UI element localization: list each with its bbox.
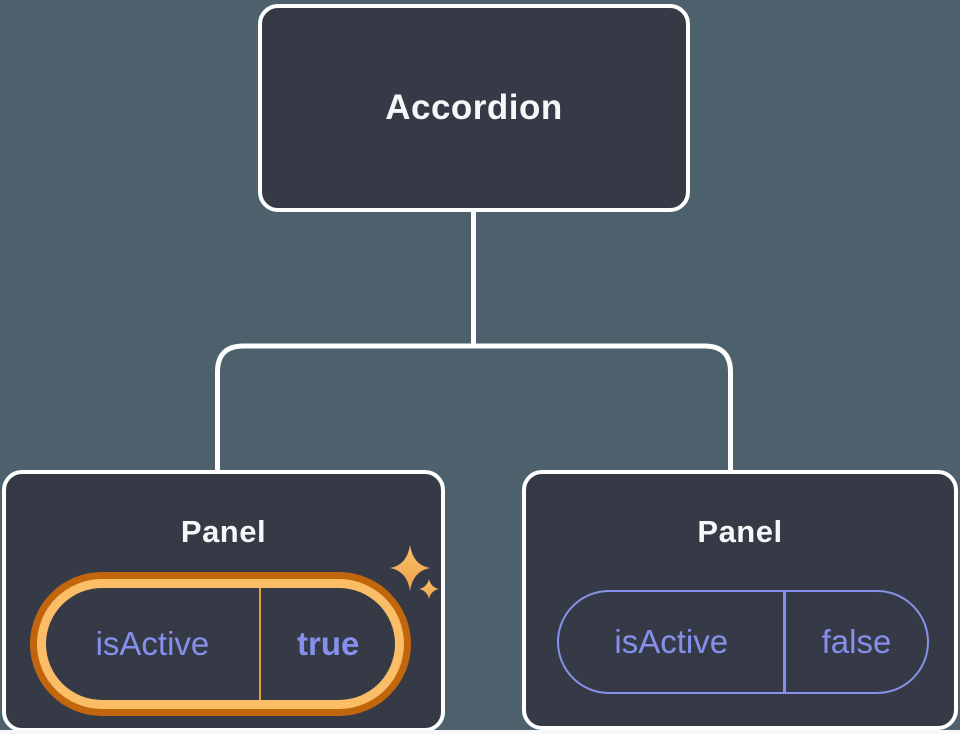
sparkles-icon [390,545,439,599]
panel-title: Panel [180,514,267,549]
pill-divider [783,592,786,692]
pill-divider [258,588,262,700]
node-accordion: Accordion [258,4,690,212]
prop-value-label: false [821,623,892,660]
prop-name-label: isActive [614,623,729,660]
prop-pill-active: isActive true [46,588,395,700]
prop-pill-inactive: isActive false [557,590,929,694]
node-panel-inactive: Panel isActive false [522,470,958,730]
accordion-label: Accordion [385,88,563,127]
page-bottom-edge [0,730,960,734]
highlight-ring-inner: isActive true [37,579,404,709]
prop-value-label: true [297,625,360,662]
highlight-ring: isActive true [30,572,411,716]
panel-title: Panel [697,514,783,549]
node-panel-active: Panel isActive true [2,470,445,732]
prop-name-label: isActive [95,625,210,662]
